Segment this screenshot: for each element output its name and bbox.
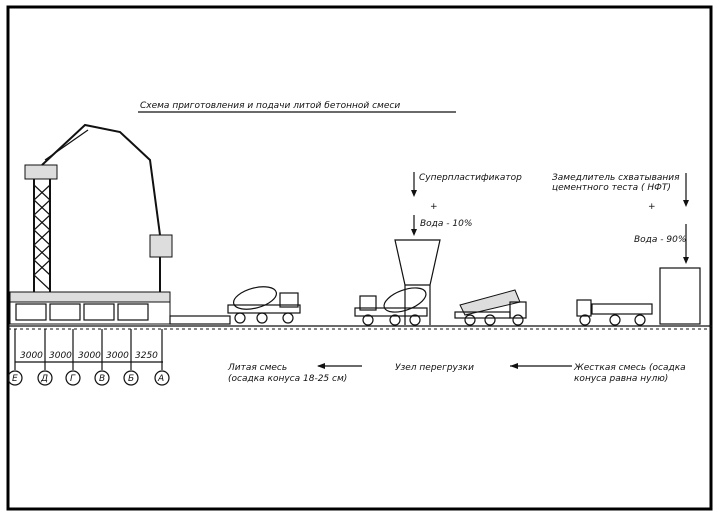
ground-line — [8, 325, 712, 330]
cast-mix-label-2: (осадка конуса 18-25 см) — [228, 374, 347, 384]
dimension-value: 3000 — [49, 351, 72, 361]
retarder-label-2: цементного теста ( НФТ) — [552, 183, 671, 193]
dump-truck — [454, 289, 527, 326]
additive-labels-right: Замедлитель схватывания цементного теста… — [552, 173, 689, 264]
grid-axes: Е Д Г В Б А — [7, 370, 170, 386]
axis-label: Б — [128, 374, 134, 384]
plus-sign-2: + — [648, 202, 656, 212]
dimension-value: 3000 — [106, 351, 129, 361]
drawing-title: Схема приготовления и подачи литой бетон… — [140, 101, 400, 111]
additive-labels-left: Суперпластификатор + Вода - 10% — [411, 172, 522, 236]
flow-labels: Литая смесь (осадка конуса 18-25 см) Узе… — [227, 363, 686, 384]
dimension-line: 3000 3000 3000 3000 3250 — [14, 329, 163, 370]
axis-label: Д — [40, 374, 48, 384]
axis-label: А — [157, 374, 164, 384]
retarder-label-1: Замедлитель схватывания — [552, 173, 680, 183]
drawing-frame — [6, 5, 713, 511]
axis-label: В — [99, 374, 105, 384]
axis-label: Е — [12, 374, 18, 384]
stiff-mix-label-2: конуса равна нулю) — [574, 374, 668, 384]
dimension-value: 3000 — [20, 351, 43, 361]
axis-label: Г — [70, 374, 76, 384]
transfer-node-label: Узел перегрузки — [395, 363, 474, 373]
stiff-mix-label-1: Жесткая смесь (осадка — [573, 363, 686, 373]
plus-sign: + — [430, 202, 438, 212]
dimension-value: 3000 — [78, 351, 101, 361]
dimension-value: 3250 — [135, 351, 158, 361]
water-90-label: Вода - 90% — [634, 235, 686, 245]
transfer-hopper — [394, 239, 441, 325]
cast-mix-label-1: Литая смесь — [227, 363, 287, 373]
mixer-truck-2 — [354, 287, 428, 326]
flatbed-truck — [576, 299, 653, 326]
mixing-plant — [659, 267, 701, 325]
superplasticizer-label: Суперпластификатор — [419, 173, 522, 183]
mixer-truck-1 — [227, 286, 301, 324]
water-10-label: Вода - 10% — [420, 219, 472, 229]
building-foundation — [9, 291, 231, 325]
concrete-pump-tower — [24, 123, 173, 292]
